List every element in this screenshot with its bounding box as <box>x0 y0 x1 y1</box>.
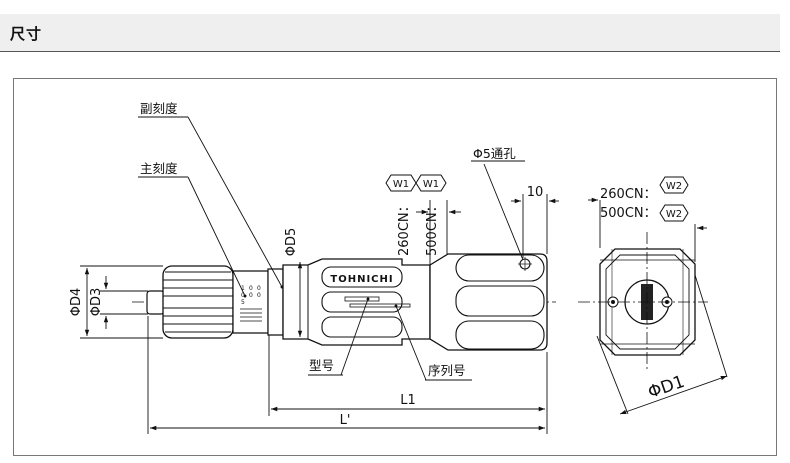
drawing-frame <box>13 78 777 456</box>
l1-label: L1 <box>400 393 416 408</box>
scale-mark: 0 <box>249 292 253 299</box>
d5-label: ΦD5 <box>284 228 299 257</box>
d1-dimension-line <box>619 375 728 415</box>
d1-label: ΦD1 <box>645 372 687 403</box>
section-title: 尺寸 <box>10 25 43 43</box>
model-label: 型号 <box>309 358 334 373</box>
w-500-label-vertical: 500CN： <box>425 199 440 256</box>
w2-text: W2 <box>666 209 682 220</box>
knurled-grip <box>162 265 234 339</box>
w1-badge <box>415 174 447 192</box>
wrench-head <box>429 253 548 351</box>
scale-mark: 0 <box>249 285 253 292</box>
end-cap <box>146 290 165 315</box>
w1-text: W1 <box>393 179 409 190</box>
section-header: 尺寸 <box>0 14 780 52</box>
end-view <box>578 232 708 372</box>
scale-mark: 5 <box>241 299 245 306</box>
w-260-label-vertical: 260CN： <box>397 199 412 256</box>
d4-label: ΦD4 <box>69 288 84 317</box>
hole-label: Φ5通孔 <box>473 146 516 161</box>
w2-badge <box>659 176 689 194</box>
serial-label: 序列号 <box>428 363 466 378</box>
brand-logo: TOHNICHI <box>330 274 393 285</box>
w-500-label: 500CN： <box>600 206 657 221</box>
w1-text: W1 <box>423 179 439 190</box>
scale-mark: 0 <box>241 292 245 299</box>
scale-mark: 1 <box>241 285 245 292</box>
d3-label: ΦD3 <box>89 288 104 317</box>
w-260-label: 260CN： <box>600 187 657 202</box>
scale-mark: 0 <box>257 285 261 292</box>
lprime-label: L' <box>340 413 351 428</box>
scale-mark: 0 <box>257 292 261 299</box>
sub-scale-label: 副刻度 <box>140 101 178 116</box>
main-scale-label: 主刻度 <box>140 161 178 176</box>
ten-label: 10 <box>527 185 544 200</box>
scale-barrel: 1 0 5 0 0 0 0 <box>232 268 284 336</box>
w2-badge <box>659 204 689 222</box>
w2-text: W2 <box>666 181 682 192</box>
